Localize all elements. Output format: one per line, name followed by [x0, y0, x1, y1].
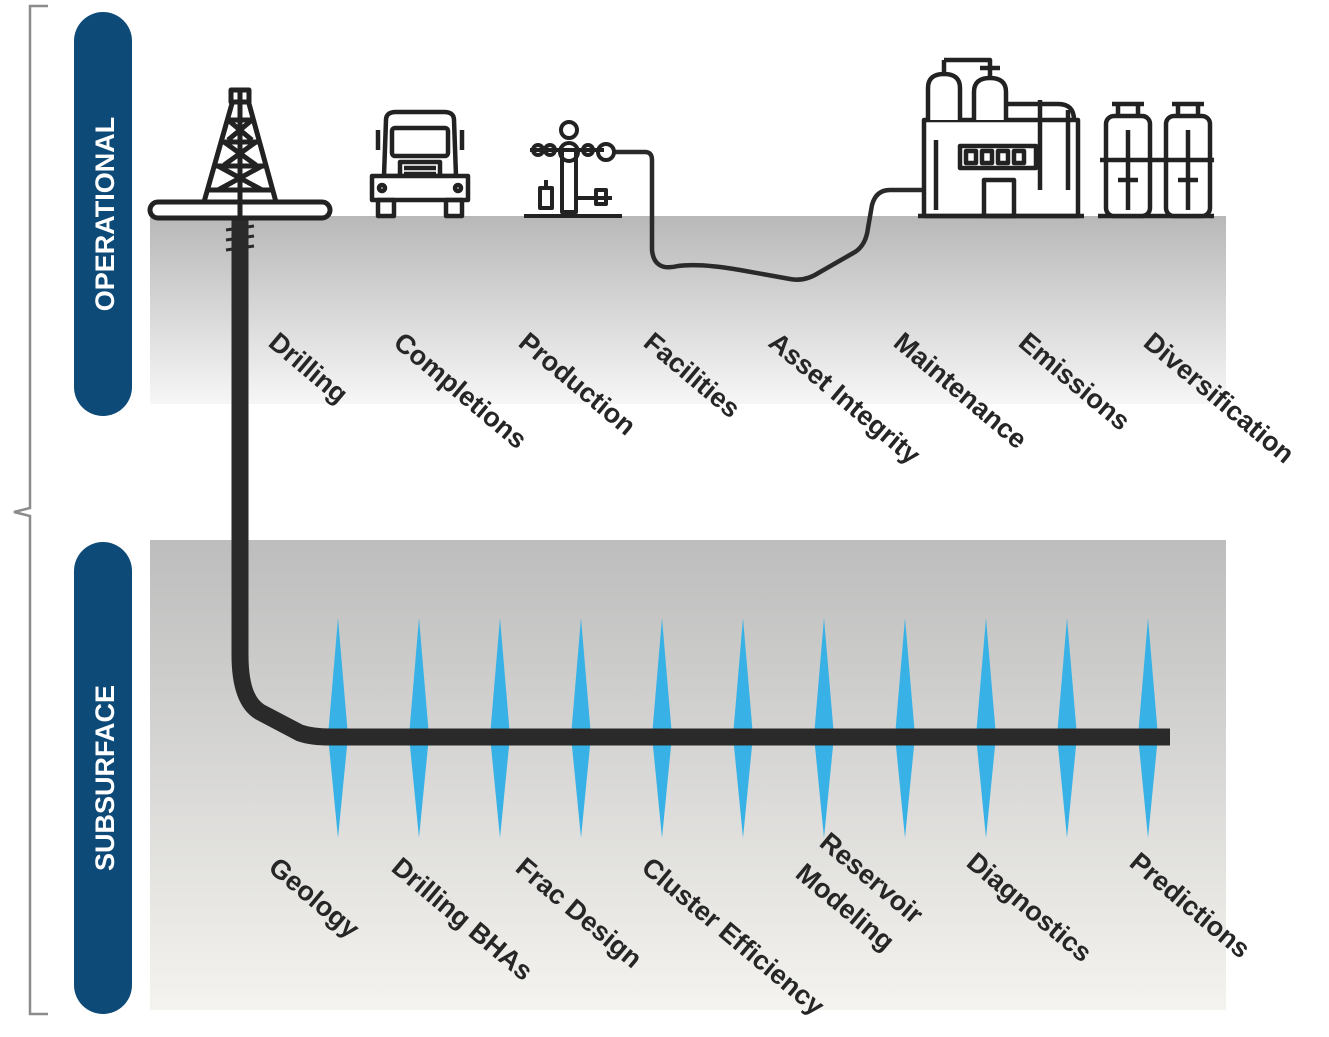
frac-diamond [328, 618, 348, 838]
frac-diamond [490, 618, 510, 838]
frac-diamond [1057, 618, 1077, 838]
pipeline [612, 149, 922, 282]
frac-diamond [1138, 618, 1158, 838]
drilling-rig-icon [147, 87, 333, 221]
subsurface-label: SUBSURFACE [90, 685, 120, 871]
operational-label: OPERATIONAL [90, 117, 120, 312]
frac-diamond [652, 618, 672, 838]
operational-pill: OPERATIONAL [74, 12, 132, 416]
operational-ground [150, 216, 1226, 404]
frac-diamond [571, 618, 591, 838]
wellhead-icon [524, 120, 622, 218]
section-bracket [13, 4, 48, 1016]
subsurface-pill: SUBSURFACE [74, 542, 132, 1014]
frac-fractures [328, 618, 1158, 838]
casing-threads [225, 224, 255, 252]
frac-diamond [976, 618, 996, 838]
wellbore [231, 215, 1170, 746]
subsurface-ground [150, 540, 1226, 1010]
frac-diamond [814, 618, 834, 838]
truck-icon [369, 109, 471, 219]
frac-diamond [409, 618, 429, 838]
frac-diamond [733, 618, 753, 838]
frac-diamond [895, 618, 915, 838]
tanks-icon [1098, 101, 1214, 219]
refinery-icon [918, 57, 1084, 219]
